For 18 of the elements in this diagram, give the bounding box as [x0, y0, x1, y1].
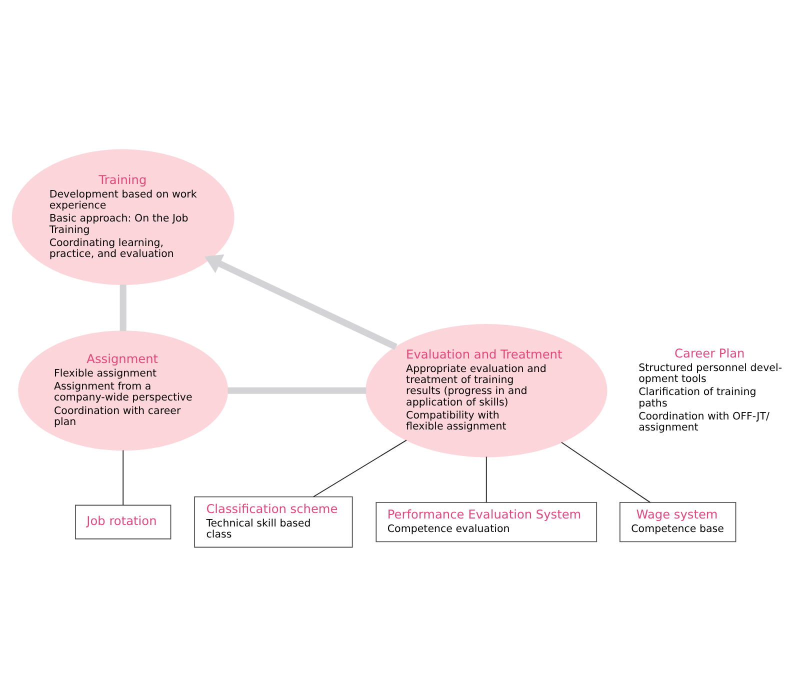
node-box: Job rotation [75, 504, 172, 540]
connector [228, 387, 366, 394]
label: Structured personnel devel- opment tools [638, 362, 782, 386]
arrow [204, 254, 398, 350]
node-ellipse: Assignment Flexible assignment Assignment from a company-wide perspective Coordination with career plan [18, 330, 228, 451]
label: Clarification of training paths [638, 386, 756, 410]
connector [561, 442, 651, 503]
connector [122, 450, 124, 506]
connector [486, 456, 487, 503]
connector [120, 284, 126, 331]
node-box: Wage system Competence base [619, 502, 736, 542]
label: Career Plan [674, 346, 745, 360]
node-box: Classification scheme Technical skill based class [194, 496, 353, 548]
node-ellipse: Training Development based on work experience Basic approach: On the Job Training Coordinating learning, practice, and evaluation [12, 149, 234, 286]
label: Coordination with OFF-JT/ assignment [638, 410, 770, 434]
node-ellipse: Evaluation and Treatment Appropriate evaluation and treatment of training results (progress in and application of skills) Compatibility with flexible assignment [366, 324, 608, 458]
connector [313, 440, 407, 498]
node-box: Performance Evaluation System Competence evaluation [376, 502, 598, 542]
